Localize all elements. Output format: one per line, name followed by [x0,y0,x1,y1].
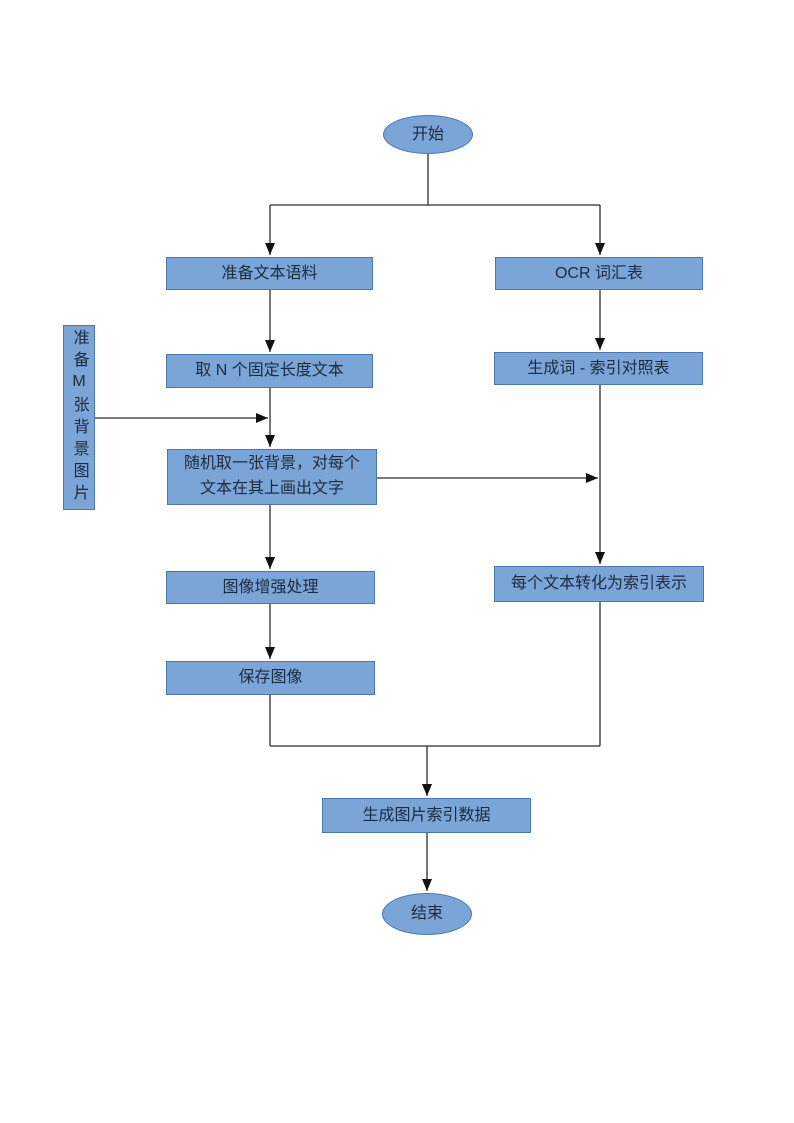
draw-text-node: 随机取一张背景，对每个 文本在其上画出文字 [167,449,377,505]
end-node: 结束 [382,893,472,935]
ocr-vocab-label: OCR 词汇表 [554,264,643,282]
gen-image-index-label: 生成图片索引数据 [362,806,491,824]
end-node-label: 结束 [410,905,443,923]
take-n-texts-label: 取 N 个固定长度文本 [195,362,344,380]
ocr-vocab-node: OCR 词汇表 [495,257,703,290]
word-index-table-label: 生成词 - 索引对照表 [527,359,670,377]
draw-text-label-line2: 文本在其上画出文字 [199,480,344,497]
prepare-backgrounds-node: 准备M张背景图片 [63,325,95,510]
start-node: 开始 [383,115,473,154]
word-index-table-node: 生成词 - 索引对照表 [494,352,703,385]
save-images-label: 保存图像 [238,669,303,687]
take-n-texts-node: 取 N 个固定长度文本 [166,354,373,388]
text-to-index-label: 每个文本转化为索引表示 [510,575,687,593]
image-augment-label: 图像增强处理 [222,578,319,596]
prepare-corpus-label: 准备文本语料 [221,264,318,282]
draw-text-label-line1: 随机取一张背景，对每个 [183,455,360,473]
text-to-index-node: 每个文本转化为索引表示 [494,566,704,602]
image-augment-node: 图像增强处理 [166,571,375,604]
gen-image-index-node: 生成图片索引数据 [322,798,531,833]
save-images-node: 保存图像 [166,661,375,695]
prepare-backgrounds-label: 准备M张背景图片 [70,329,88,506]
prepare-corpus-node: 准备文本语料 [166,257,373,290]
start-node-label: 开始 [411,125,444,143]
